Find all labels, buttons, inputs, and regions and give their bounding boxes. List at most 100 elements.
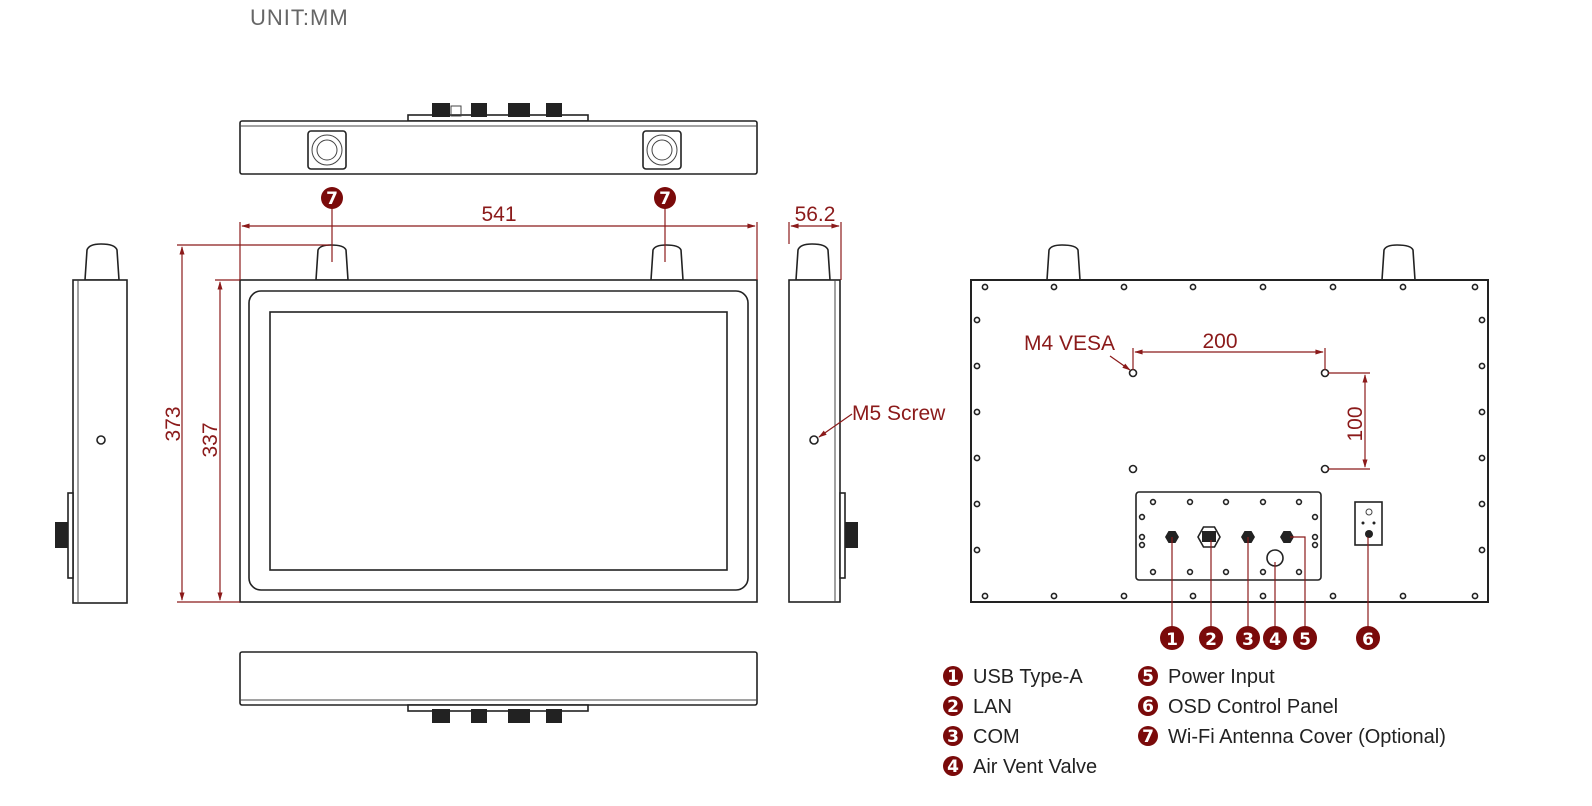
screw-icon: [1311, 533, 1319, 541]
screw-icon: [1478, 316, 1486, 324]
screw-icon: [1138, 533, 1146, 541]
bottom-view: [239, 651, 758, 723]
screw-icon: [1259, 498, 1267, 506]
speaker-icon: [307, 130, 347, 170]
m5-screw-annotation: M5 Screw: [818, 402, 946, 438]
screw-icon: [1149, 568, 1157, 576]
screw-icon: [1259, 568, 1267, 576]
callout-1: 1: [1160, 537, 1184, 650]
front-view: [239, 244, 758, 603]
callout-circle: [1199, 626, 1223, 650]
svg-text:M4 VESA: M4 VESA: [1024, 332, 1115, 355]
legend-label: Air Vent Valve: [973, 756, 1097, 778]
screw-icon: [973, 408, 981, 416]
connector-icon: [845, 522, 858, 548]
callout-circle: [1236, 626, 1260, 650]
callout-4: 4: [1263, 562, 1287, 650]
legend-label: Power Input: [1168, 666, 1275, 688]
antenna-cover-icon: [650, 244, 684, 281]
legend-number-badge: [1138, 666, 1158, 686]
antenna-cover-icon: [315, 244, 349, 281]
antenna-callout: 7: [321, 187, 343, 262]
connector-icon: [471, 103, 487, 117]
screw-icon: [981, 592, 989, 600]
vesa-hole: [1128, 464, 1138, 474]
screw-icon: [973, 316, 981, 324]
svg-text:7: 7: [1142, 727, 1154, 747]
right-side-view: [788, 243, 858, 603]
screw-icon: [973, 546, 981, 554]
svg-text:200: 200: [1202, 330, 1237, 353]
vesa-hole: [1128, 368, 1138, 378]
antenna-callout: 7: [654, 187, 676, 262]
screw-icon: [1478, 454, 1486, 462]
callout-number: 3: [1242, 630, 1254, 650]
screw-icon: [981, 283, 989, 291]
screw-icon: [1478, 408, 1486, 416]
svg-text:5: 5: [1142, 667, 1154, 687]
back-view: [970, 244, 1489, 603]
callout-circle: [1160, 626, 1184, 650]
top-view: [239, 103, 758, 175]
legend-number-badge: [1138, 726, 1158, 746]
svg-text:373: 373: [162, 406, 185, 441]
screw-icon: [1186, 498, 1194, 506]
callout-5: 5: [1290, 536, 1317, 650]
vesa-vertical-dimension: 100: [1328, 372, 1370, 470]
svg-text:M5 Screw: M5 Screw: [852, 402, 946, 425]
screw-icon: [1259, 283, 1267, 291]
legend-label: OSD Control Panel: [1168, 696, 1338, 718]
legend-item: 6 OSD Control Panel: [1138, 696, 1338, 718]
screw-icon: [1329, 592, 1337, 600]
legend-label: COM: [973, 726, 1020, 748]
screw-icon: [973, 362, 981, 370]
legend-number-badge: [943, 696, 963, 716]
svg-text:3: 3: [947, 727, 959, 747]
connector-icon: [432, 103, 450, 117]
legend-number-badge: [943, 666, 963, 686]
screw-icon: [1295, 568, 1303, 576]
screw-icon: [1478, 546, 1486, 554]
svg-text:2: 2: [947, 697, 959, 717]
screw-icon: [1120, 283, 1128, 291]
screw-icon: [809, 435, 819, 445]
height-total-dimension: 373: [162, 244, 330, 603]
vesa-hole: [1320, 368, 1330, 378]
m4-vesa-annotation: M4 VESA: [1024, 332, 1131, 371]
svg-text:7: 7: [659, 189, 671, 209]
callout-number: 1: [1166, 630, 1178, 650]
callout-3: 3: [1236, 537, 1260, 650]
screw-icon: [1120, 592, 1128, 600]
screw-icon: [1186, 568, 1194, 576]
display-area: [269, 311, 728, 571]
callout-2: 2: [1199, 540, 1223, 650]
screw-icon: [1138, 513, 1146, 521]
svg-text:6: 6: [1142, 697, 1154, 717]
svg-text:337: 337: [199, 422, 222, 457]
svg-text:100: 100: [1344, 406, 1367, 441]
connector-icon: [546, 103, 562, 117]
screw-icon: [973, 500, 981, 508]
legend-label: USB Type-A: [973, 666, 1083, 688]
width-dimension: 541: [239, 203, 758, 280]
screw-icon: [1222, 498, 1230, 506]
legend-label: Wi-Fi Antenna Cover (Optional): [1168, 726, 1446, 748]
svg-text:7: 7: [326, 189, 338, 209]
vesa-hole: [1320, 464, 1330, 474]
svg-text:56.2: 56.2: [795, 203, 836, 226]
vesa-horizontal-dimension: 200: [1132, 330, 1326, 370]
callout-number: 4: [1269, 630, 1281, 650]
legend-number-badge: [943, 756, 963, 776]
screw-icon: [1050, 283, 1058, 291]
screw-icon: [1471, 592, 1479, 600]
screw-icon: [1222, 568, 1230, 576]
screw-icon: [1471, 283, 1479, 291]
power-port-icon: [1280, 531, 1294, 543]
screw-icon: [1149, 498, 1157, 506]
callout-number: 2: [1205, 630, 1217, 650]
